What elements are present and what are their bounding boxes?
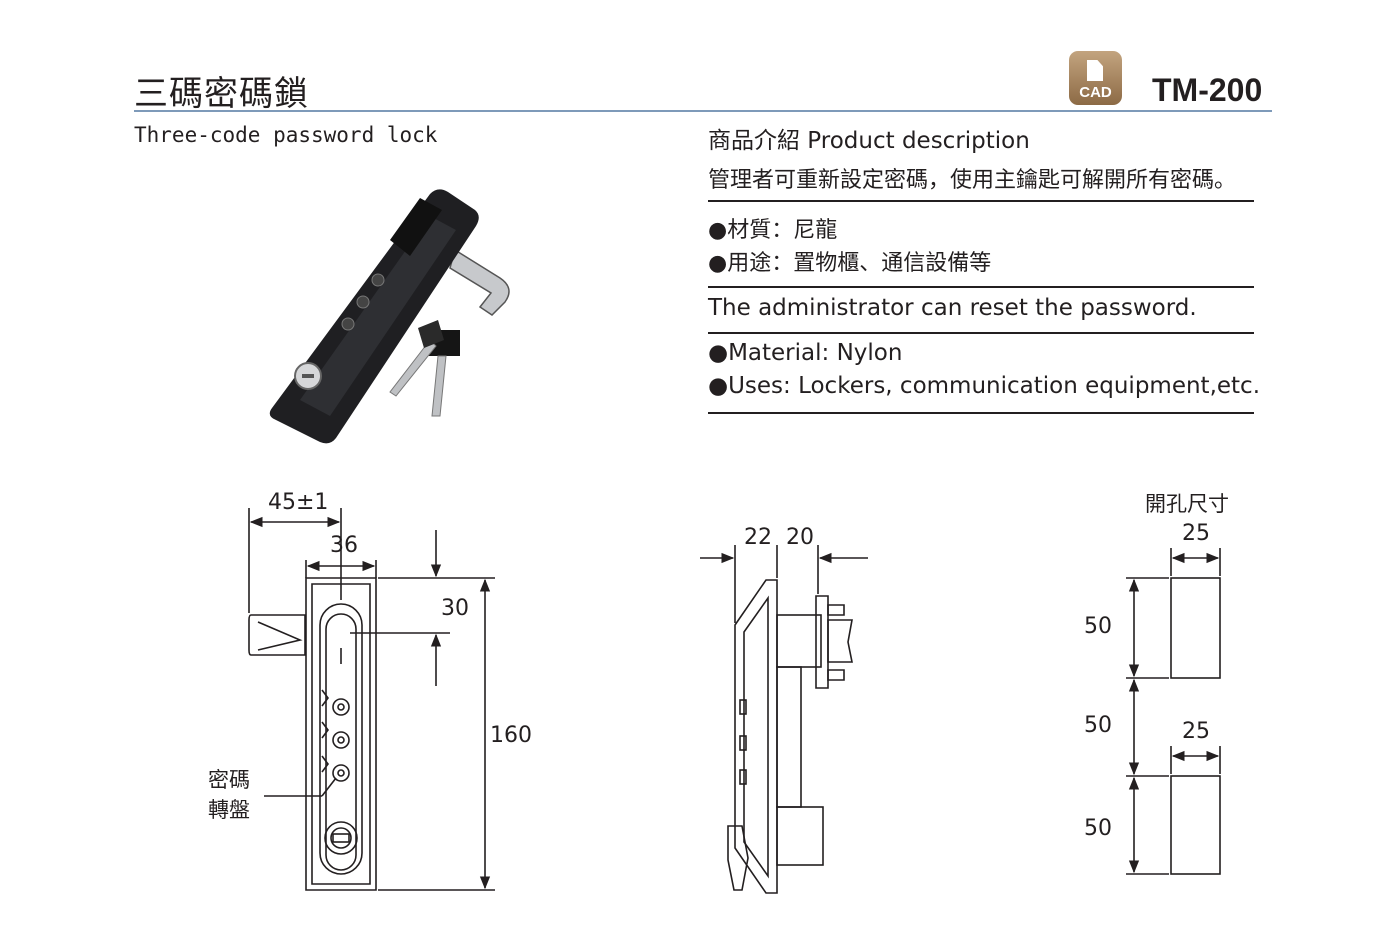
divider <box>708 286 1254 288</box>
dimension-label: 30 <box>441 596 469 621</box>
title-divider <box>134 110 1272 112</box>
callout-label: 轉盤 <box>208 798 250 822</box>
dimension-label: 50 <box>1084 614 1112 639</box>
cutout-title: 開孔尺寸 <box>1145 492 1229 516</box>
cutout-view <box>1126 548 1221 875</box>
divider <box>708 412 1254 414</box>
page-title: 三碼密碼鎖 <box>134 74 309 114</box>
dimension-label: 160 <box>490 723 532 748</box>
description-heading: 商品介紹 Product description <box>708 128 1030 154</box>
dimension-label: 20 <box>786 525 814 550</box>
product-photo <box>269 189 510 444</box>
dimension-label: 25 <box>1182 521 1210 546</box>
dimension-label: 25 <box>1182 719 1210 744</box>
cad-download-button[interactable]: CAD <box>1069 51 1122 105</box>
en-intro-text: The administrator can reset the password… <box>708 295 1197 321</box>
front-view <box>248 508 495 891</box>
cad-label: CAD <box>1079 84 1112 101</box>
divider <box>708 332 1254 334</box>
dimension-label: 45±1 <box>268 490 329 515</box>
side-view <box>700 545 868 894</box>
page-subtitle: Three-code password lock <box>134 123 438 147</box>
zh-spec-uses: ●用途：置物櫃、通信設備等 <box>708 251 992 276</box>
zh-intro-text: 管理者可重新設定密碼，使用主鑰匙可解開所有密碼。 <box>708 168 1237 193</box>
en-spec-material: ●Material: Nylon <box>708 340 903 366</box>
dimension-label: 50 <box>1084 713 1112 738</box>
model-number: TM-200 <box>1152 72 1263 108</box>
callout-label: 密碼 <box>208 768 250 792</box>
dimension-label: 22 <box>744 525 772 550</box>
dimension-label: 50 <box>1084 816 1112 841</box>
dimension-label: 36 <box>330 533 358 558</box>
zh-spec-material: ●材質：尼龍 <box>708 218 838 243</box>
en-spec-uses: ●Uses: Lockers, communication equipment,… <box>708 373 1260 399</box>
divider <box>708 200 1254 202</box>
file-icon <box>1087 60 1103 81</box>
